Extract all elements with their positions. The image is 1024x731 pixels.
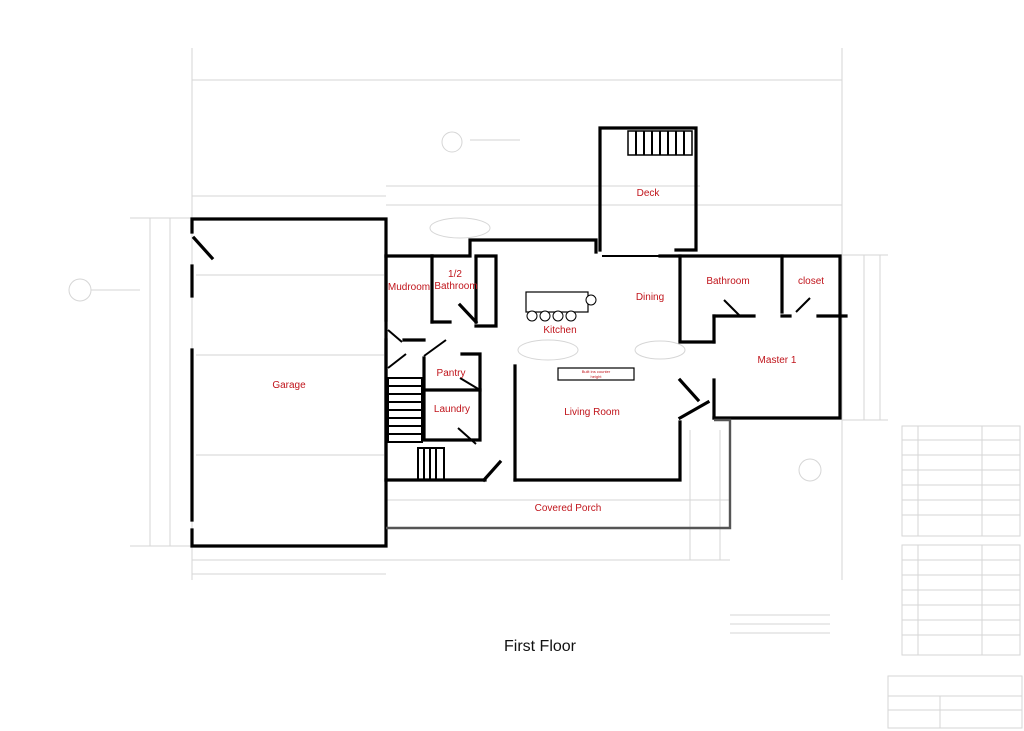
label-closet: closet <box>798 276 824 287</box>
label-master: Master 1 <box>758 355 797 366</box>
label-living-room: Living Room <box>564 407 620 418</box>
counter-note-line2: height <box>591 374 603 379</box>
plan-caption: First Floor <box>504 638 576 655</box>
counter-note-box <box>557 367 635 381</box>
label-deck: Deck <box>637 188 661 199</box>
label-mudroom: Mudroom <box>388 282 430 293</box>
label-bathroom: Bathroom <box>706 276 749 287</box>
porch-outline <box>386 418 732 530</box>
label-half-bath-num: 1/2 <box>448 269 462 280</box>
counter-note-line1: Built ins counter <box>582 369 611 374</box>
interior-walls <box>384 254 848 483</box>
label-pantry: Pantry <box>437 368 466 379</box>
label-covered-porch: Covered Porch <box>535 503 602 514</box>
drafting-lines <box>68 48 888 580</box>
label-garage: Garage <box>272 380 306 391</box>
house-walls <box>384 238 842 482</box>
label-kitchen: Kitchen <box>543 325 576 336</box>
label-dining: Dining <box>636 292 664 303</box>
label-laundry: Laundry <box>434 404 470 415</box>
schedule-tables <box>730 425 1023 729</box>
kitchen-island <box>525 291 597 322</box>
stairs-entry <box>423 448 437 480</box>
deck-walls <box>598 126 698 257</box>
stairs-interior <box>388 385 422 435</box>
label-half-bath: Bathroom <box>434 281 477 292</box>
deck-stairs <box>635 131 685 155</box>
